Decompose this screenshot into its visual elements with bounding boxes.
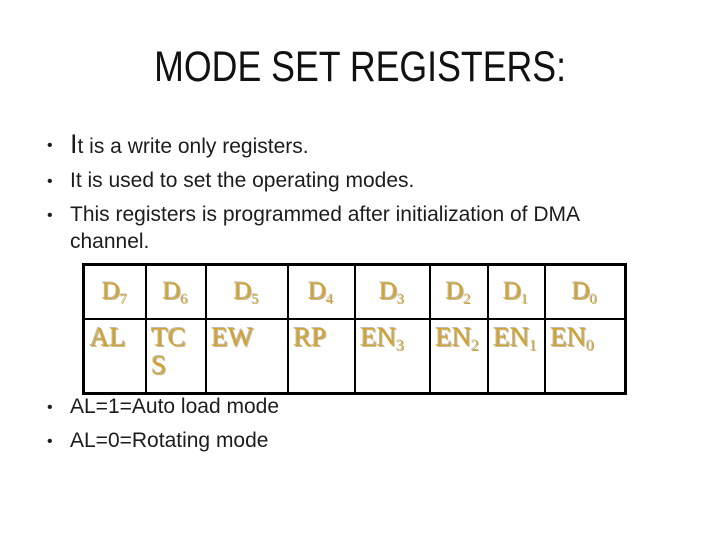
- bullet-lead-char: I: [70, 129, 78, 159]
- bit-label-row: D7 D6 D5 D4 D3 D2 D1 D0: [82, 263, 627, 320]
- bit-label: D: [445, 278, 464, 305]
- page-title: MODE SET REGISTERS:: [0, 43, 720, 91]
- bit-cell-d5: D5: [204, 263, 289, 320]
- bullet-marker: •: [47, 173, 53, 190]
- bullet-item-write-only: • It is a write only registers.: [47, 131, 632, 160]
- bullet-item-operating-modes: • It is used to set the operating modes.: [47, 167, 632, 194]
- bit-label: D: [233, 278, 252, 305]
- field-subscript: 0: [586, 336, 595, 355]
- field-cell-en2: EN2: [428, 318, 489, 395]
- bullet-text: AL=0=Rotating mode: [70, 429, 269, 452]
- bit-label: D: [101, 278, 121, 305]
- bullet-marker: •: [47, 399, 53, 416]
- field-cell-en3: EN3: [353, 318, 431, 395]
- field-label: TC S: [151, 322, 187, 381]
- bullet-marker: •: [47, 137, 53, 154]
- bit-cell-d6: D6: [144, 263, 207, 320]
- field-cell-rp: RP: [286, 318, 356, 395]
- bullet-text: It is used to set the operating modes.: [70, 169, 415, 192]
- bit-cell-d7: D7: [82, 263, 147, 320]
- bit-subscript: 0: [590, 291, 598, 308]
- field-subscript: 2: [471, 336, 480, 355]
- bullet-text: This registers is programmed after initi…: [70, 203, 579, 253]
- field-subscript: 3: [396, 336, 405, 355]
- bullet-text: It is a write only registers.: [70, 131, 309, 159]
- bit-cell-d3: D3: [353, 263, 431, 320]
- bullet-list-top: • It is a write only registers. • It is …: [47, 131, 632, 262]
- field-cell-tcs: TC S: [144, 318, 207, 395]
- field-label-row: AL TC S EW RP EN3 EN2 EN1 EN0: [82, 318, 627, 395]
- bit-subscript: 3: [397, 291, 405, 308]
- field-label: RP: [293, 322, 327, 352]
- bit-label: D: [379, 278, 398, 305]
- field-cell-al: AL: [82, 318, 147, 395]
- mode-set-register-table: D7 D6 D5 D4 D3 D2 D1 D0 AL TC S EW RP EN…: [82, 263, 627, 395]
- field-cell-en1: EN1: [486, 318, 546, 395]
- field-cell-ew: EW: [204, 318, 289, 395]
- page-title-text: MODE SET REGISTERS:: [154, 43, 566, 91]
- bullet-marker: •: [47, 433, 53, 450]
- bit-subscript: 2: [463, 291, 472, 308]
- field-label: EN: [550, 322, 587, 352]
- bit-label: D: [162, 278, 181, 305]
- bit-label: D: [503, 278, 522, 305]
- bullet-marker: •: [47, 207, 53, 224]
- bit-cell-d1: D1: [486, 263, 546, 320]
- bullet-item-al1: • AL=1=Auto load mode: [47, 393, 632, 420]
- bit-label: D: [571, 278, 591, 305]
- bullet-text: AL=1=Auto load mode: [70, 395, 279, 418]
- bit-subscript: 4: [326, 291, 334, 308]
- field-label: EN: [435, 322, 472, 352]
- bit-subscript: 5: [251, 291, 260, 308]
- bit-subscript: 6: [180, 291, 189, 308]
- field-label: EN: [360, 322, 397, 352]
- field-label: EN: [493, 322, 530, 352]
- bullet-rest: t is a write only registers.: [77, 135, 309, 158]
- field-subscript: 1: [529, 336, 538, 355]
- bit-cell-d0: D0: [543, 263, 627, 320]
- bit-cell-d4: D4: [286, 263, 356, 320]
- field-cell-en0: EN0: [543, 318, 627, 395]
- bullet-item-al0: • AL=0=Rotating mode: [47, 427, 632, 454]
- field-label: AL: [90, 322, 126, 352]
- bullet-list-bottom: • AL=1=Auto load mode • AL=0=Rotating mo…: [47, 393, 632, 461]
- bit-subscript: 1: [521, 291, 529, 308]
- bit-label: D: [308, 278, 327, 305]
- bit-subscript: 7: [120, 291, 128, 308]
- bullet-item-programmed-after-init: • This registers is programmed after ini…: [47, 201, 632, 255]
- field-label: EW: [211, 322, 254, 352]
- bit-cell-d2: D2: [428, 263, 489, 320]
